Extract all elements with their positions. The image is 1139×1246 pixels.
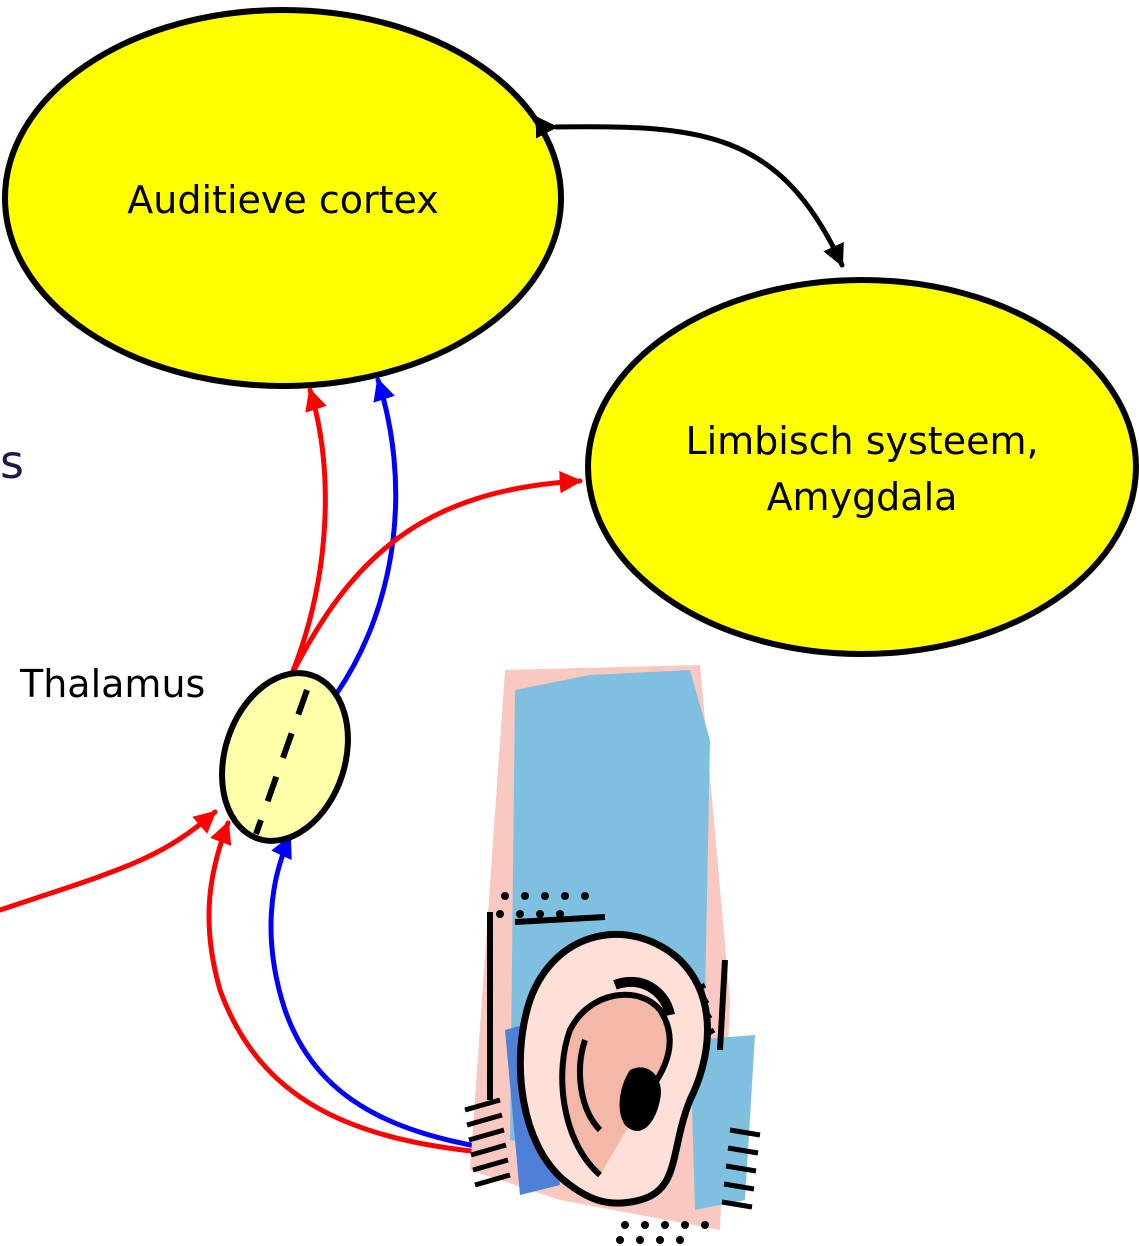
red-path-left-to-thalamus (0, 812, 215, 910)
limbic-system-label-line2: Amygdala (767, 475, 958, 519)
limbic-system-label-line1: Limbisch systeem, (685, 419, 1038, 463)
red-path-thalamus-to-cortex (291, 390, 325, 676)
thalamus-label: Thalamus (19, 662, 205, 706)
auditory-cortex-label: Auditieve cortex (127, 178, 438, 222)
blue-path-thalamus-to-cortex (337, 380, 396, 693)
ear-clipart-icon (465, 665, 760, 1244)
cortex-limbic-arrow (556, 127, 842, 265)
red-path-ear-to-thalamus (209, 823, 490, 1153)
limbic-system-node (588, 280, 1136, 654)
red-path-thalamus-to-limbic (291, 481, 580, 676)
fragment-text: s (0, 435, 24, 489)
